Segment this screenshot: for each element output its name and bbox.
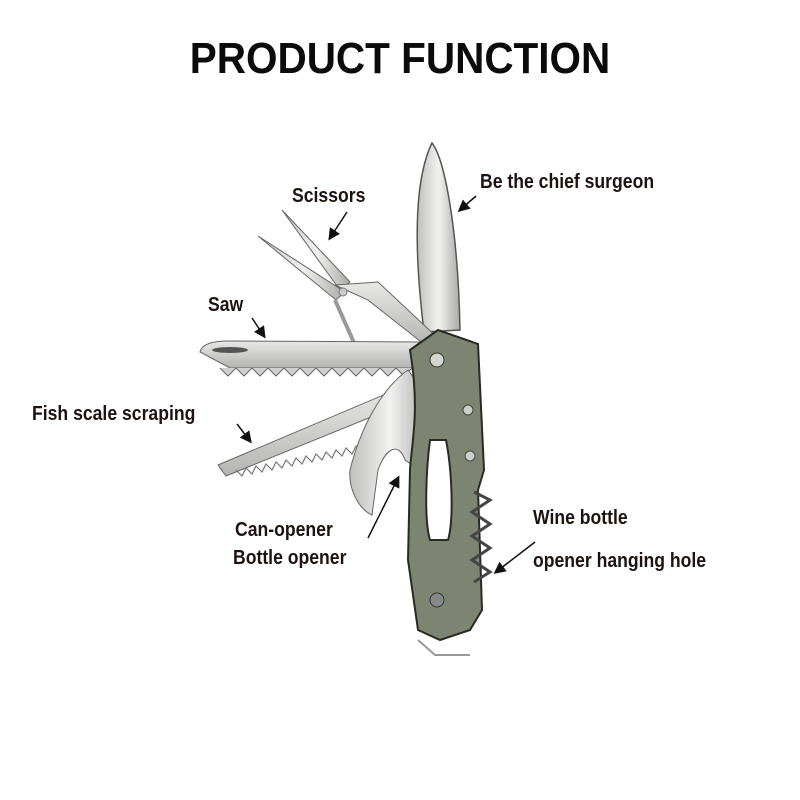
arrow-knife-icon xyxy=(457,195,477,212)
label-bottle-opener: Bottle opener xyxy=(233,547,347,569)
knife-blade-icon xyxy=(416,141,461,333)
arrow-wine-opener-icon xyxy=(493,541,536,574)
arrow-fish-scale-icon xyxy=(236,423,252,444)
arrow-can-opener-icon xyxy=(367,475,400,539)
label-wine-line1: Wine bottle xyxy=(533,507,628,529)
corkscrew-icon xyxy=(469,490,493,584)
label-saw: Saw xyxy=(208,294,244,316)
label-fish-scale: Fish scale scraping xyxy=(32,403,196,425)
label-knife: Be the chief surgeon xyxy=(480,171,655,193)
handle-icon xyxy=(406,328,486,656)
label-scissors: Scissors xyxy=(292,185,366,207)
arrow-scissors-icon xyxy=(328,211,348,241)
scissors-icon xyxy=(257,209,441,346)
label-can-opener: Can-opener xyxy=(235,519,333,541)
can-opener-icon xyxy=(349,369,431,516)
arrow-saw-icon xyxy=(251,317,266,339)
label-wine-line2: opener hanging hole xyxy=(533,550,707,572)
page-title: PRODUCT FUNCTION xyxy=(189,34,611,83)
saw-blade-icon xyxy=(199,340,421,377)
